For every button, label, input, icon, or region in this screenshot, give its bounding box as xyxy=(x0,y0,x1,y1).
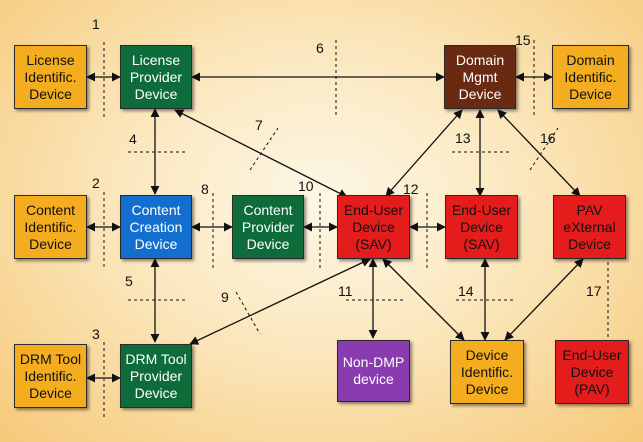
end-user-device-pav: End-User Device (PAV) xyxy=(555,340,629,404)
interface-16 xyxy=(529,127,559,171)
interface-number-5: 5 xyxy=(125,273,133,289)
interface-number-8: 8 xyxy=(201,181,209,197)
content-creation-device: Content Creation Device xyxy=(120,195,192,259)
interface-number-2: 2 xyxy=(92,175,100,191)
link-pav-external-device-ident xyxy=(504,258,584,341)
interface-number-16: 16 xyxy=(540,130,556,146)
interface-number-13: 13 xyxy=(455,130,471,146)
link-end-user-sav-device-ident xyxy=(382,258,465,341)
end-user-device-sav: End-User Device (SAV) xyxy=(337,195,410,259)
link-end-user-sav-drm-tool-provider xyxy=(189,258,371,345)
interface-number-7: 7 xyxy=(255,117,263,133)
interface-number-9: 9 xyxy=(221,289,229,305)
interface-7 xyxy=(249,127,279,171)
link-domain-mgmt-pav-external xyxy=(497,109,581,197)
drm-tool-identification-device: DRM Tool Identific. Device xyxy=(14,344,87,408)
pav-external-device: PAV eXternal Device xyxy=(553,195,626,259)
link-domain-mgmt-end-user-sav xyxy=(385,109,463,197)
domain-identification-device: Domain Identific. Device xyxy=(552,45,629,109)
interface-number-11: 11 xyxy=(338,283,353,299)
interface-number-1: 1 xyxy=(92,16,100,32)
domain-mgmt-device: Domain Mgmt Device xyxy=(444,45,516,109)
device-identification-device: Device Identific. Device xyxy=(450,340,524,404)
license-identification-device: License Identific. Device xyxy=(14,45,87,109)
interface-number-14: 14 xyxy=(458,283,474,299)
content-identification-device: Content Identific. Device xyxy=(14,195,87,259)
non-dmp-device: Non-DMP device xyxy=(337,340,410,402)
interface-number-10: 10 xyxy=(298,178,314,194)
interface-number-3: 3 xyxy=(92,326,100,342)
interface-9 xyxy=(235,291,261,335)
interface-number-17: 17 xyxy=(586,283,602,299)
end-user-device-sav-2: End-User Device (SAV) xyxy=(445,195,518,259)
interface-number-4: 4 xyxy=(129,131,137,147)
interface-number-6: 6 xyxy=(316,40,324,56)
drm-tool-provider-device: DRM Tool Provider Device xyxy=(120,344,192,408)
interface-number-15: 15 xyxy=(515,32,531,48)
interface-number-12: 12 xyxy=(403,181,419,197)
content-provider-device: Content Provider Device xyxy=(232,195,304,259)
license-provider-device: License Provider Device xyxy=(120,45,192,109)
